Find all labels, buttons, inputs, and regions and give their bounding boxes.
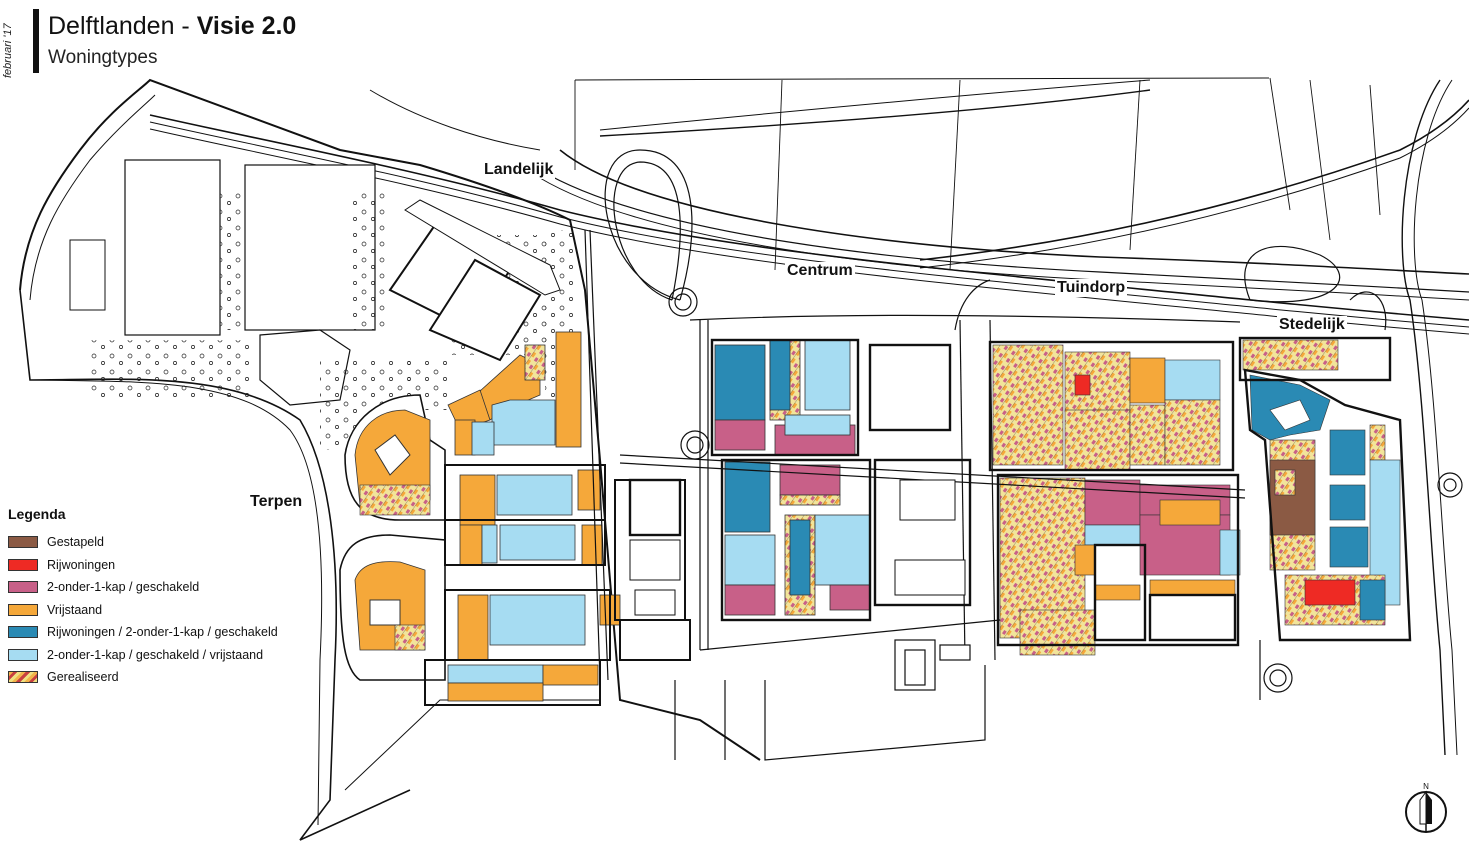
central-building xyxy=(894,639,971,691)
legend-swatch-mixed-dark xyxy=(8,626,38,639)
west-parcels xyxy=(388,199,561,362)
legend-label: 2-onder-1-kap / geschakeld xyxy=(47,580,200,595)
legend-swatch-vrijstaand xyxy=(8,603,38,616)
centrum-blocks xyxy=(714,339,871,616)
title-bar xyxy=(33,9,39,73)
legend-swatch-gestapeld xyxy=(8,536,38,549)
legend-item-mixed-dark: Rijwoningen / 2-onder-1-kap / geschakeld xyxy=(8,621,308,644)
tuindorp-blocks xyxy=(992,344,1241,656)
legend-item-gerealiseerd: Gerealiseerd xyxy=(8,666,308,689)
legend-item-rijwoningen: Rijwoningen xyxy=(8,554,308,577)
title-part1: Delftlanden - xyxy=(48,12,197,40)
area-label-stedelijk: Stedelijk xyxy=(1277,316,1347,334)
legend-label: Rijwoningen xyxy=(47,557,116,572)
legend-swatch-gerealiseerd xyxy=(8,671,38,684)
legend-item-2-onder-1-kap: 2-onder-1-kap / geschakeld xyxy=(8,576,308,599)
legend: Legenda Gestapeld Rijwoningen 2-onder-1-… xyxy=(8,506,308,689)
tuindorp-block-outlines xyxy=(988,340,1240,647)
legend-swatch-2-onder-1-kap xyxy=(8,581,38,594)
legend-item-vrijstaand: Vrijstaand xyxy=(8,599,308,622)
area-label-tuindorp: Tuindorp xyxy=(1055,279,1128,297)
terpen-upper xyxy=(344,394,446,521)
north-label: N xyxy=(1423,782,1429,791)
terpen-lower xyxy=(339,534,446,681)
west-block-outlines xyxy=(424,464,691,706)
legend-swatch-rijwoningen xyxy=(8,558,38,571)
legend-item-gestapeld: Gestapeld xyxy=(8,531,308,554)
legend-label: Gerealiseerd xyxy=(47,670,119,685)
centrum-block-outlines xyxy=(628,338,972,622)
legend-label: Gestapeld xyxy=(47,535,104,550)
legend-label: Vrijstaand xyxy=(47,602,103,617)
page-title: Delftlanden - Visie 2.0 xyxy=(48,12,296,41)
main-roads xyxy=(584,229,1261,761)
title-part2: Visie 2.0 xyxy=(196,12,297,40)
stedelijk-block-outlines xyxy=(1238,336,1412,642)
area-label-centrum: Centrum xyxy=(785,262,855,280)
area-label-terpen: Terpen xyxy=(248,493,305,511)
page-subtitle: Woningtypes xyxy=(48,47,158,68)
area-label-landelijk: Landelijk xyxy=(482,161,556,179)
west-housing-blocks xyxy=(447,331,621,702)
roundabouts xyxy=(604,149,1463,693)
legend-swatch-mixed-light xyxy=(8,648,38,661)
parking-bays xyxy=(629,479,966,616)
stedelijk-blocks xyxy=(1242,339,1401,626)
legend-label: 2-onder-1-kap / geschakeld / vrijstaand xyxy=(47,647,264,662)
north-arrow-icon: N xyxy=(1405,782,1447,833)
legend-label: Rijwoningen / 2-onder-1-kap / geschakeld xyxy=(47,625,278,640)
legend-title: Legenda xyxy=(8,506,66,522)
legend-item-mixed-light: 2-onder-1-kap / geschakeld / vrijstaand xyxy=(8,644,308,667)
